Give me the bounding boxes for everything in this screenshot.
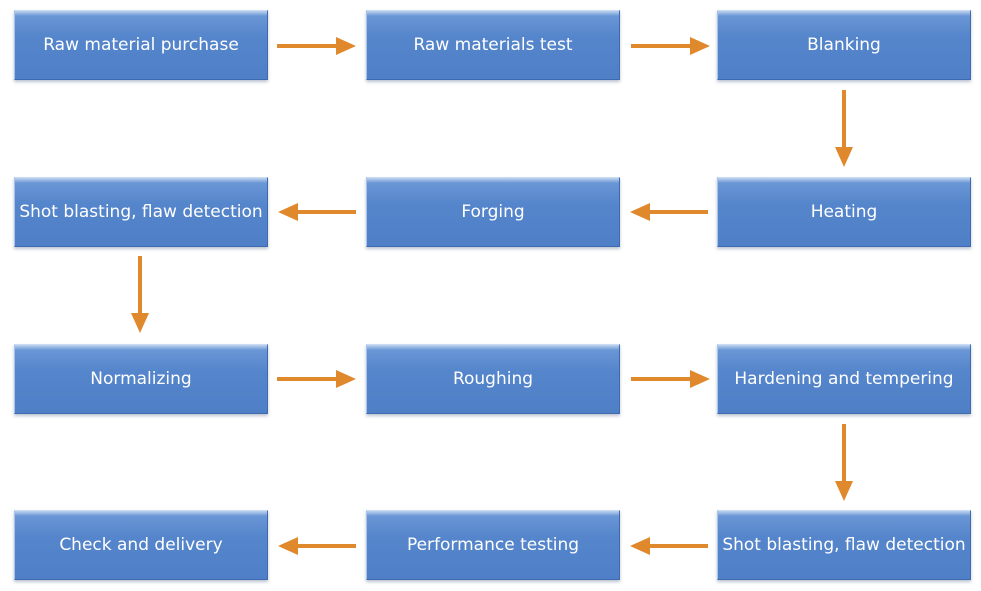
arrow-hardening-to-shot-blasting	[835, 424, 853, 501]
arrow-forging-to-shot-blasting	[278, 203, 356, 221]
arrow-heating-to-forging	[630, 203, 708, 221]
step-heating: Heating	[717, 177, 971, 247]
step-roughing: Roughing	[366, 344, 620, 414]
step-normalizing: Normalizing	[14, 344, 268, 414]
arrow-purchase-to-test	[277, 37, 356, 55]
arrow-performance-to-check	[278, 537, 356, 555]
step-forging: Forging	[366, 177, 620, 247]
arrow-normalizing-to-roughing	[277, 370, 356, 388]
step-shot-blasting-flaw-detection-1: Shot blasting, flaw detection	[14, 177, 268, 247]
arrow-test-to-blanking	[631, 37, 710, 55]
arrow-shot-blasting-to-normalizing	[131, 256, 149, 333]
step-raw-materials-test: Raw materials test	[366, 10, 620, 80]
step-blanking: Blanking	[717, 10, 971, 80]
step-shot-blasting-flaw-detection-2: Shot blasting, flaw detection	[717, 510, 971, 580]
arrow-roughing-to-hardening	[631, 370, 710, 388]
step-check-and-delivery: Check and delivery	[14, 510, 268, 580]
step-hardening-and-tempering: Hardening and tempering	[717, 344, 971, 414]
step-raw-material-purchase: Raw material purchase	[14, 10, 268, 80]
step-performance-testing: Performance testing	[366, 510, 620, 580]
arrow-blanking-to-heating	[835, 90, 853, 167]
arrow-shot-blasting-to-performance	[630, 537, 708, 555]
